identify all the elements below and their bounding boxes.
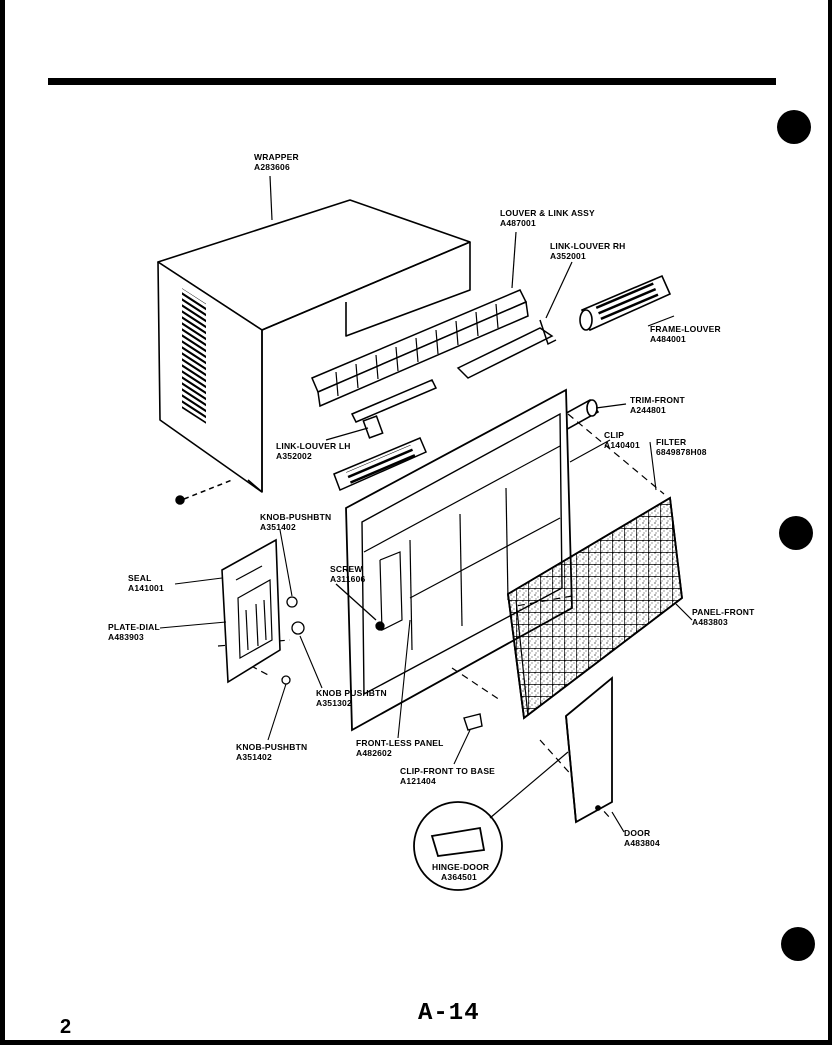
door-part — [565, 676, 613, 824]
wrapper-cabinet — [157, 199, 471, 493]
page-code: A-14 — [418, 1000, 480, 1027]
hinge-door-callout — [413, 751, 569, 891]
plate-dial-part — [221, 538, 281, 684]
scan-bottom-edge — [0, 1040, 832, 1045]
scan-right-edge — [828, 0, 832, 1045]
louver-link-assembly — [311, 289, 529, 408]
scan-left-edge — [0, 0, 5, 1045]
clip-front-to-base-part — [463, 713, 483, 731]
binder-hole-middle — [779, 516, 813, 550]
frame-louver-part — [579, 274, 672, 332]
panel-front-grille — [507, 496, 683, 720]
header-rule — [48, 78, 776, 85]
link-louver-rh-part — [456, 319, 557, 379]
page-number: 2 — [60, 1016, 72, 1038]
leader-lines — [159, 439, 657, 765]
knobs — [281, 596, 305, 685]
small-louver-frame — [333, 437, 427, 492]
binder-hole-bottom — [781, 927, 815, 961]
binder-hole-top — [777, 110, 811, 144]
panel-screw — [335, 583, 385, 631]
link-louver-lh-part — [350, 379, 438, 439]
wrapper-screw — [175, 479, 233, 505]
